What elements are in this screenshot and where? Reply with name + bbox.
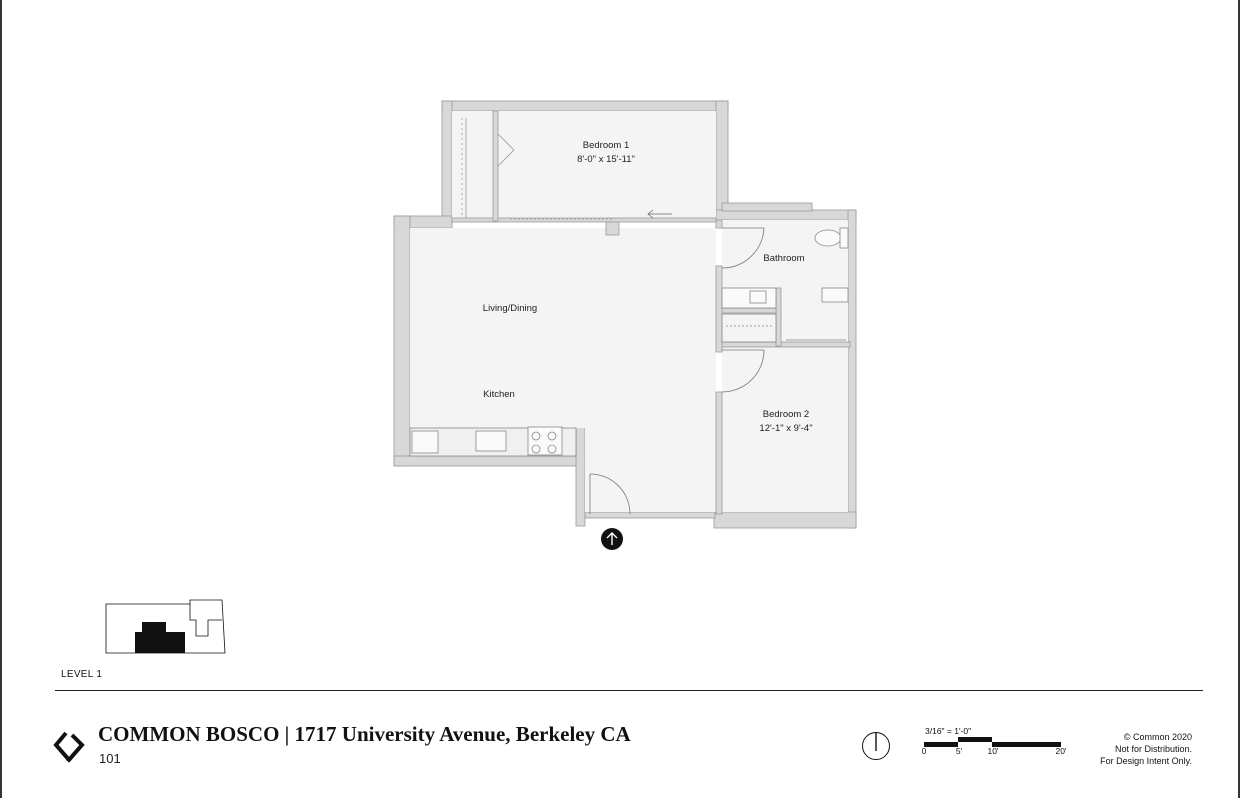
closet <box>461 110 612 222</box>
bedroom-1-name: Bedroom 1 <box>582 140 630 151</box>
scale-tick-0: 0 <box>921 746 927 756</box>
graphic-scale-bar <box>924 737 1061 747</box>
scale-ratio: 3/16" = 1'-0" <box>925 726 972 736</box>
page-border-left <box>0 0 2 798</box>
entry-arrow-icon <box>601 528 623 550</box>
design-intent-line: For Design Intent Only. <box>1100 756 1192 766</box>
exterior-walls <box>393 100 857 529</box>
living-dining-label: Living/Dining <box>482 303 538 314</box>
scale-tick-5: 5' <box>955 746 963 756</box>
interior-walls <box>451 202 851 515</box>
distribution-line: Not for Distribution. <box>1114 744 1192 754</box>
bedroom-1-dims: 8'-0" x 15'-11" <box>577 154 635 165</box>
door-swings <box>589 227 765 515</box>
unit-number: 101 <box>99 751 121 766</box>
copyright-notice: © Common 2020 Not for Distribution. For … <box>1100 731 1192 767</box>
bedroom-2-dims: 12'-1" x 9'-4" <box>759 423 813 434</box>
scale-tick-20: 20' <box>1055 746 1067 756</box>
bathroom-fixtures <box>721 227 849 343</box>
bedroom-2-name: Bedroom 2 <box>762 409 810 420</box>
sliding-door-arrow <box>647 209 672 219</box>
scale-tick-10: 10' <box>987 746 999 756</box>
copyright-line: © Common 2020 <box>1123 732 1192 742</box>
key-plan <box>105 599 226 654</box>
title-block-divider <box>55 690 1203 691</box>
kitchen-counter <box>409 426 577 457</box>
north-arrow-icon <box>862 732 890 760</box>
bedroom-2-label: Bedroom 2 12'-1" x 9'-4" <box>759 408 812 436</box>
project-title: COMMON BOSCO | 1717 University Avenue, B… <box>98 722 631 746</box>
page-border-right <box>1238 0 1240 798</box>
level-label: LEVEL 1 <box>61 669 103 680</box>
bedroom-1-label: Bedroom 1 8'-0" x 15'-11" <box>577 139 635 167</box>
kitchen-label: Kitchen <box>483 389 515 400</box>
bathroom-label: Bathroom <box>763 253 805 264</box>
common-logo-icon <box>53 731 85 763</box>
